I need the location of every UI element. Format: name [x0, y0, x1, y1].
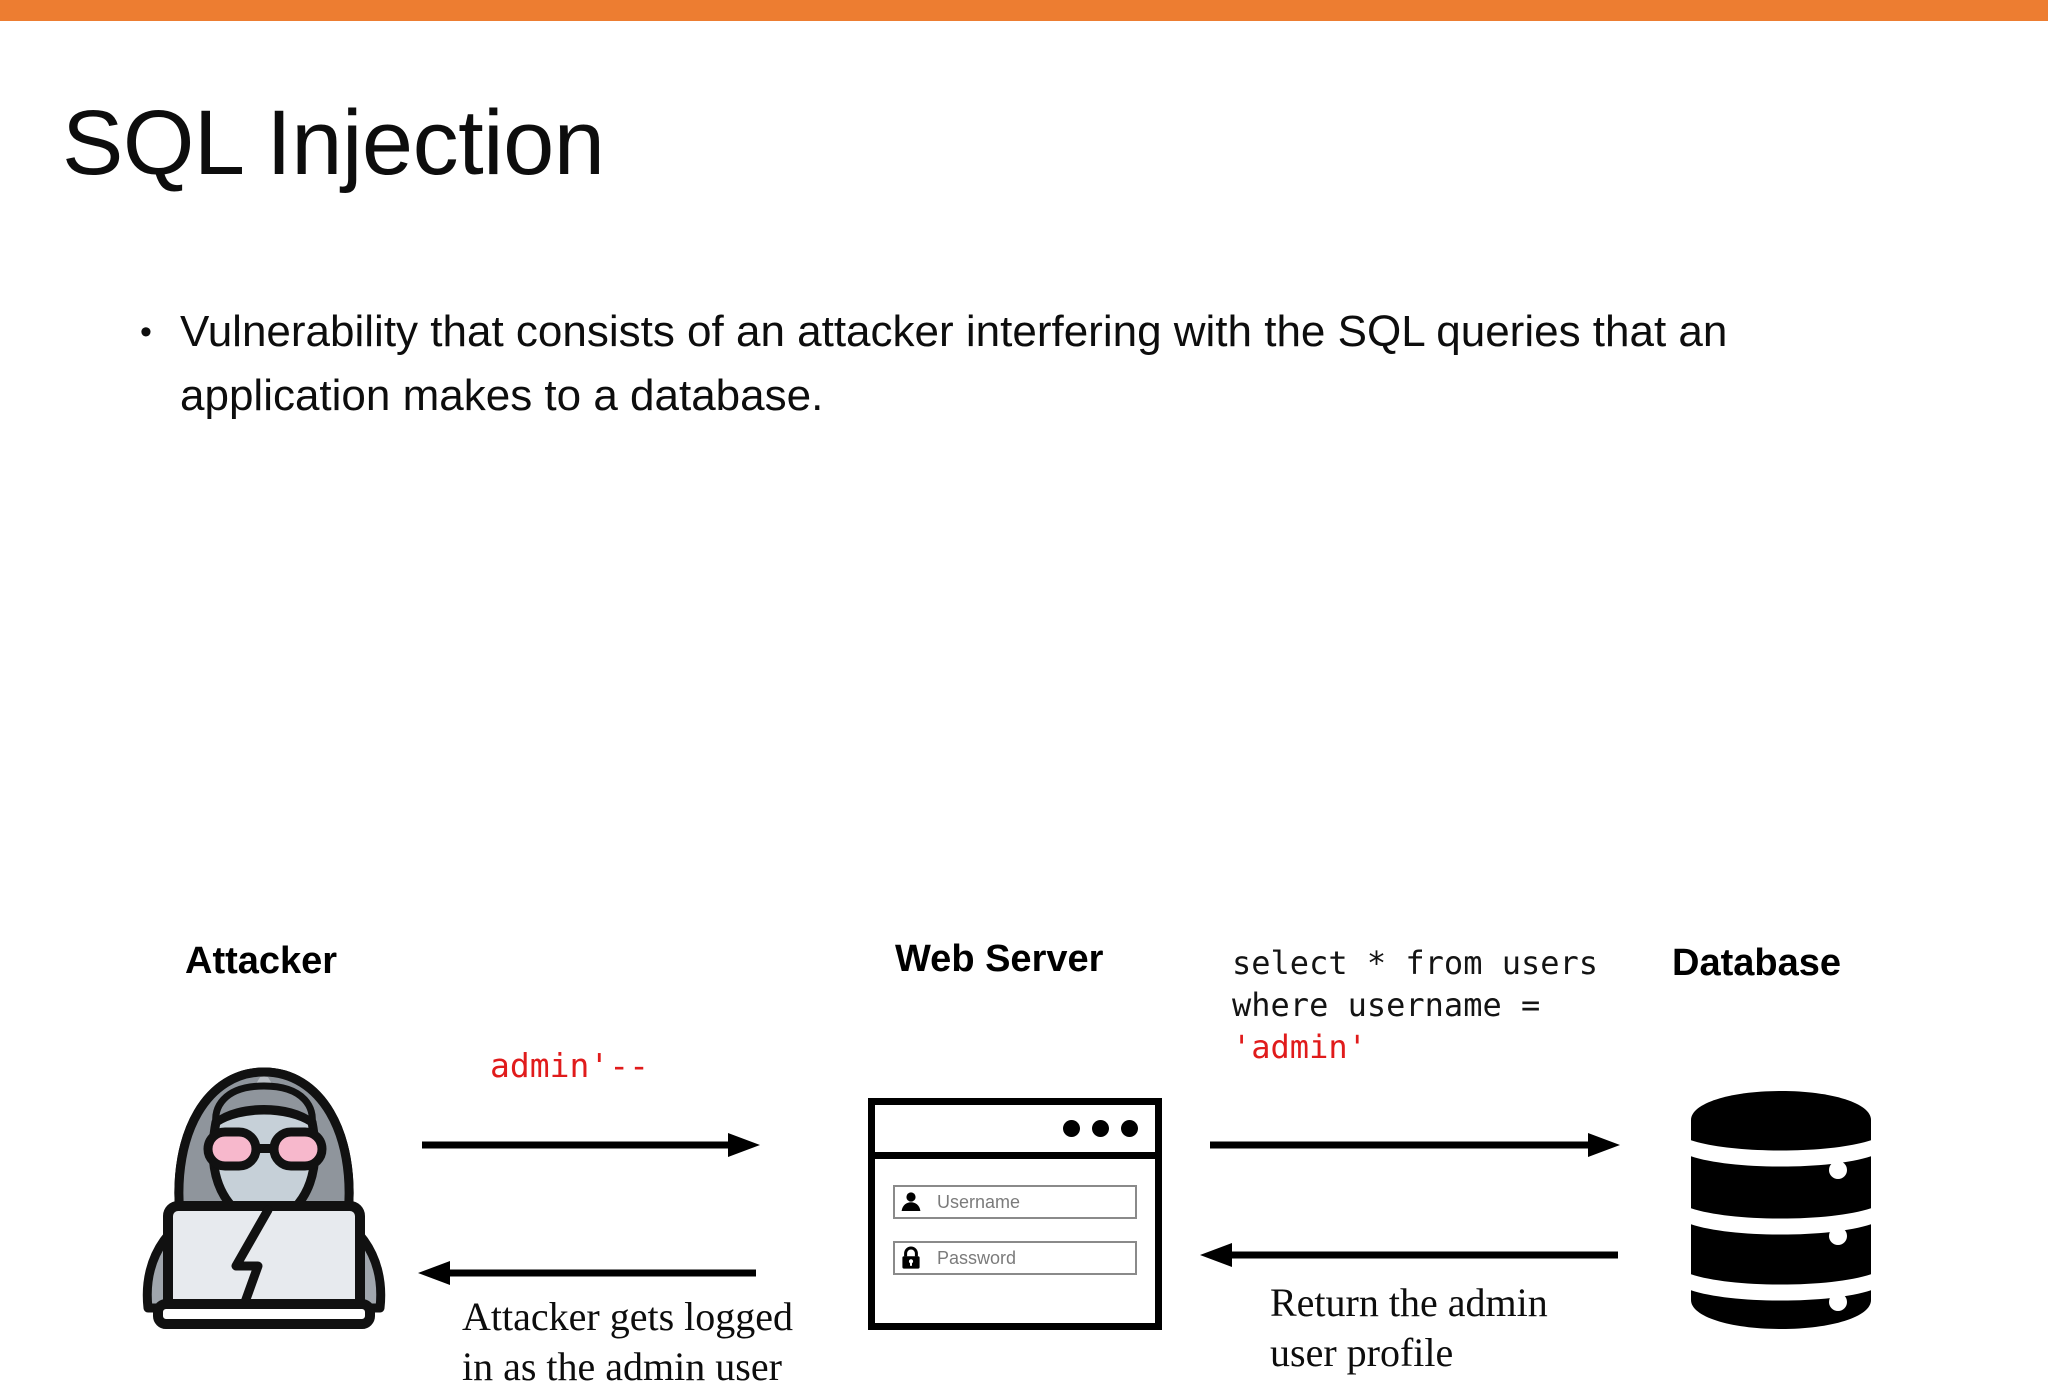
bullet-list: • Vulnerability that consists of an atta… [140, 300, 1780, 428]
injection-payload-text: admin'-- [490, 1046, 649, 1085]
arrow-server-to-attacker [418, 1261, 756, 1285]
caption-attacker-logged-in: Attacker gets logged in as the admin use… [462, 1294, 793, 1389]
browser-dot-icon [1092, 1120, 1109, 1137]
password-placeholder: Password [937, 1247, 1017, 1268]
top-accent-bar [0, 0, 2048, 21]
browser-dot-icon [1063, 1120, 1080, 1137]
diagram-label-database: Database [1672, 942, 1841, 984]
person-icon [896, 1187, 926, 1217]
login-form: Username Password [875, 1159, 1155, 1275]
browser-titlebar [875, 1105, 1155, 1159]
sql-query-literal: 'admin' [1232, 1028, 1367, 1066]
arrow-database-to-server [1200, 1243, 1618, 1267]
list-item: • Vulnerability that consists of an atta… [140, 300, 1780, 428]
diagram-label-attacker: Attacker [185, 940, 338, 982]
web-server-browser-window[interactable]: Username Password [868, 1098, 1162, 1330]
username-field[interactable]: Username [893, 1185, 1137, 1219]
database-cylinder-icon [1691, 1091, 1871, 1329]
arrow-attacker-to-server [422, 1133, 760, 1157]
password-field[interactable]: Password [893, 1241, 1137, 1275]
sql-query-text: select * from users where username = 'ad… [1232, 942, 1622, 1068]
browser-dot-icon [1121, 1120, 1138, 1137]
page-title: SQL Injection [62, 92, 605, 194]
username-placeholder: Username [937, 1191, 1021, 1212]
sql-injection-diagram: Attacker Web Server Database admin'-- se… [0, 440, 2048, 1389]
lock-icon [896, 1243, 926, 1273]
bullet-dot-icon: • [140, 313, 152, 351]
diagram-label-web-server: Web Server [895, 938, 1104, 980]
hacker-with-laptop-icon [142, 1067, 386, 1329]
arrow-server-to-database [1210, 1133, 1620, 1157]
sql-query-line-2: where username = [1232, 986, 1541, 1024]
caption-return-profile: Return the admin user profile [1270, 1280, 1548, 1375]
bullet-text: Vulnerability that consists of an attack… [180, 307, 1728, 420]
sql-query-line-1: select * from users [1232, 944, 1599, 982]
